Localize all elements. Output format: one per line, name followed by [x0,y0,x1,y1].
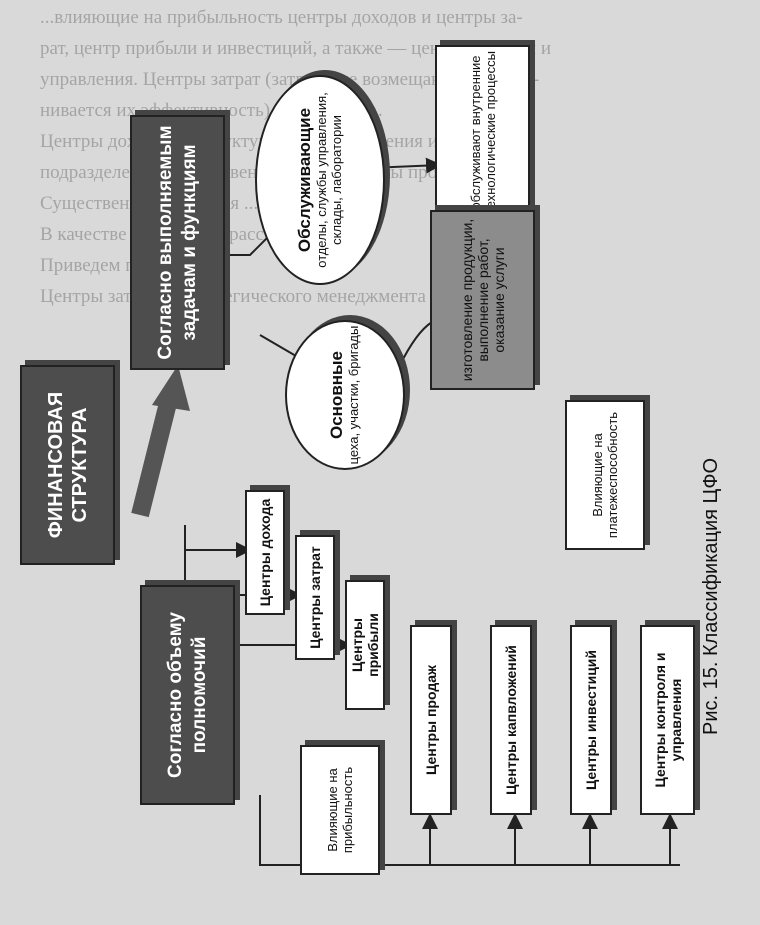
center-costs: Центры затрат [295,535,335,660]
center-income-label: Центры дохода [257,498,273,607]
center-control-label: Центры контроля и управления [651,652,684,788]
main-text: цеха, участки, бригады [346,325,361,465]
center-income: Центры дохода [245,490,285,615]
center-capex-label: Центры капвложений [503,645,519,795]
branch-authority-label: Согласно объему полномочий [164,612,210,778]
serving-ellipse: Обслуживающие отделы, службы управления,… [255,75,385,285]
line-left-bus [259,795,680,866]
bg-line: рат, центр прибыли и инвестиций, а также… [40,38,552,59]
center-sales: Центры продаж [410,625,452,815]
branch-functions-label: Согласно выполняемым задачам и функциям [154,125,200,360]
main-ellipse: Основные цеха, участки, бригады [285,320,405,470]
bg-line: ...влияющие на прибыльность центры доход… [40,7,523,28]
root-box: ФИНАНСОВАЯ СТРУКТУРА [20,365,115,565]
center-control: Центры контроля и управления [640,625,695,815]
center-sales-label: Центры продаж [423,665,439,775]
serving-title: Обслуживающие [294,107,314,253]
branch-authority-box: Согласно объему полномочий [140,585,235,805]
figure-caption: Рис. 15. Классификация ЦФО [700,457,722,735]
main-box-text: изготовление продукции, выполнение работ… [458,218,507,382]
bg-line: управления. Центры затрат (затраты не во… [40,69,540,90]
center-profit: Центры прибыли [345,580,385,710]
profit-callout: Влияющие на прибыльность [300,745,380,875]
arrow-root-to-functions [131,392,179,518]
main-box: изготовление продукции, выполнение работ… [430,210,535,390]
serving-callout-text: обслуживают внутренние технологические п… [467,50,498,214]
center-investment-label: Центры инвестиций [583,649,599,791]
serving-text: отделы, службы управления, склады, лабор… [313,92,344,268]
center-profit-label: Центры прибыли [349,613,381,677]
root-label: ФИНАНСОВАЯ СТРУКТУРА [44,391,91,539]
center-investment: Центры инвестиций [570,625,612,815]
center-costs-label: Центры затрат [307,546,323,649]
main-title: Основные [327,350,346,440]
branch-functions-box: Согласно выполняемым задачам и функциям [130,115,225,370]
solvency-callout-text: Влияющие на платежеспособность [590,411,620,539]
solvency-callout: Влияющие на платежеспособность [565,400,645,550]
arrow-head-functions [152,365,190,411]
serving-callout: обслуживают внутренние технологические п… [435,45,530,220]
center-capex: Центры капвложений [490,625,532,815]
profit-callout-text: Влияющие на прибыльность [325,766,355,854]
